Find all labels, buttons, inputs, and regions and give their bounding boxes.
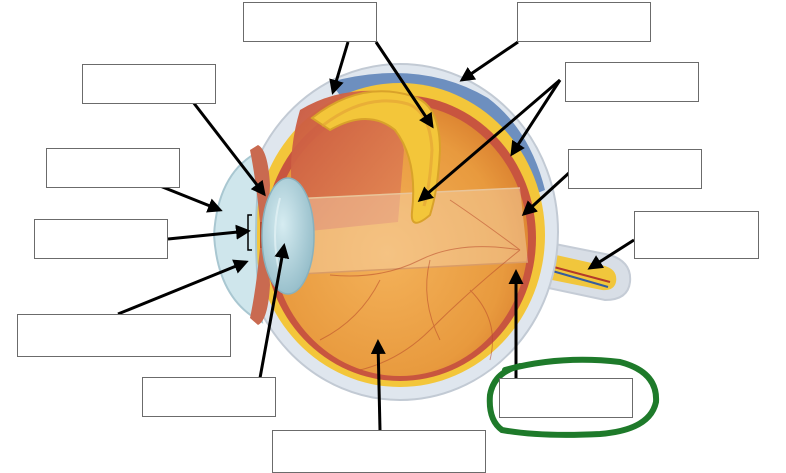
label-box-bottom-center[interactable] xyxy=(272,430,486,473)
label-box-left-middle[interactable] xyxy=(46,148,180,188)
label-box-top-center[interactable] xyxy=(243,2,377,42)
label-box-optic-nerve[interactable] xyxy=(634,211,759,259)
retina-flap xyxy=(310,90,442,224)
label-box-upper-right[interactable] xyxy=(565,62,699,102)
label-box-highlighted[interactable] xyxy=(499,378,633,418)
label-box-upper-left[interactable] xyxy=(82,64,216,104)
choroid xyxy=(330,73,545,200)
label-box-left-lower[interactable] xyxy=(17,314,231,357)
label-box-bottom-left[interactable] xyxy=(142,377,276,417)
label-box-top-right[interactable] xyxy=(517,2,651,42)
highlight-circle xyxy=(486,356,660,438)
label-box-left-center[interactable] xyxy=(34,219,168,259)
pointer-lines xyxy=(117,40,635,431)
label-box-right-middle[interactable] xyxy=(568,149,702,189)
lens xyxy=(261,177,315,295)
